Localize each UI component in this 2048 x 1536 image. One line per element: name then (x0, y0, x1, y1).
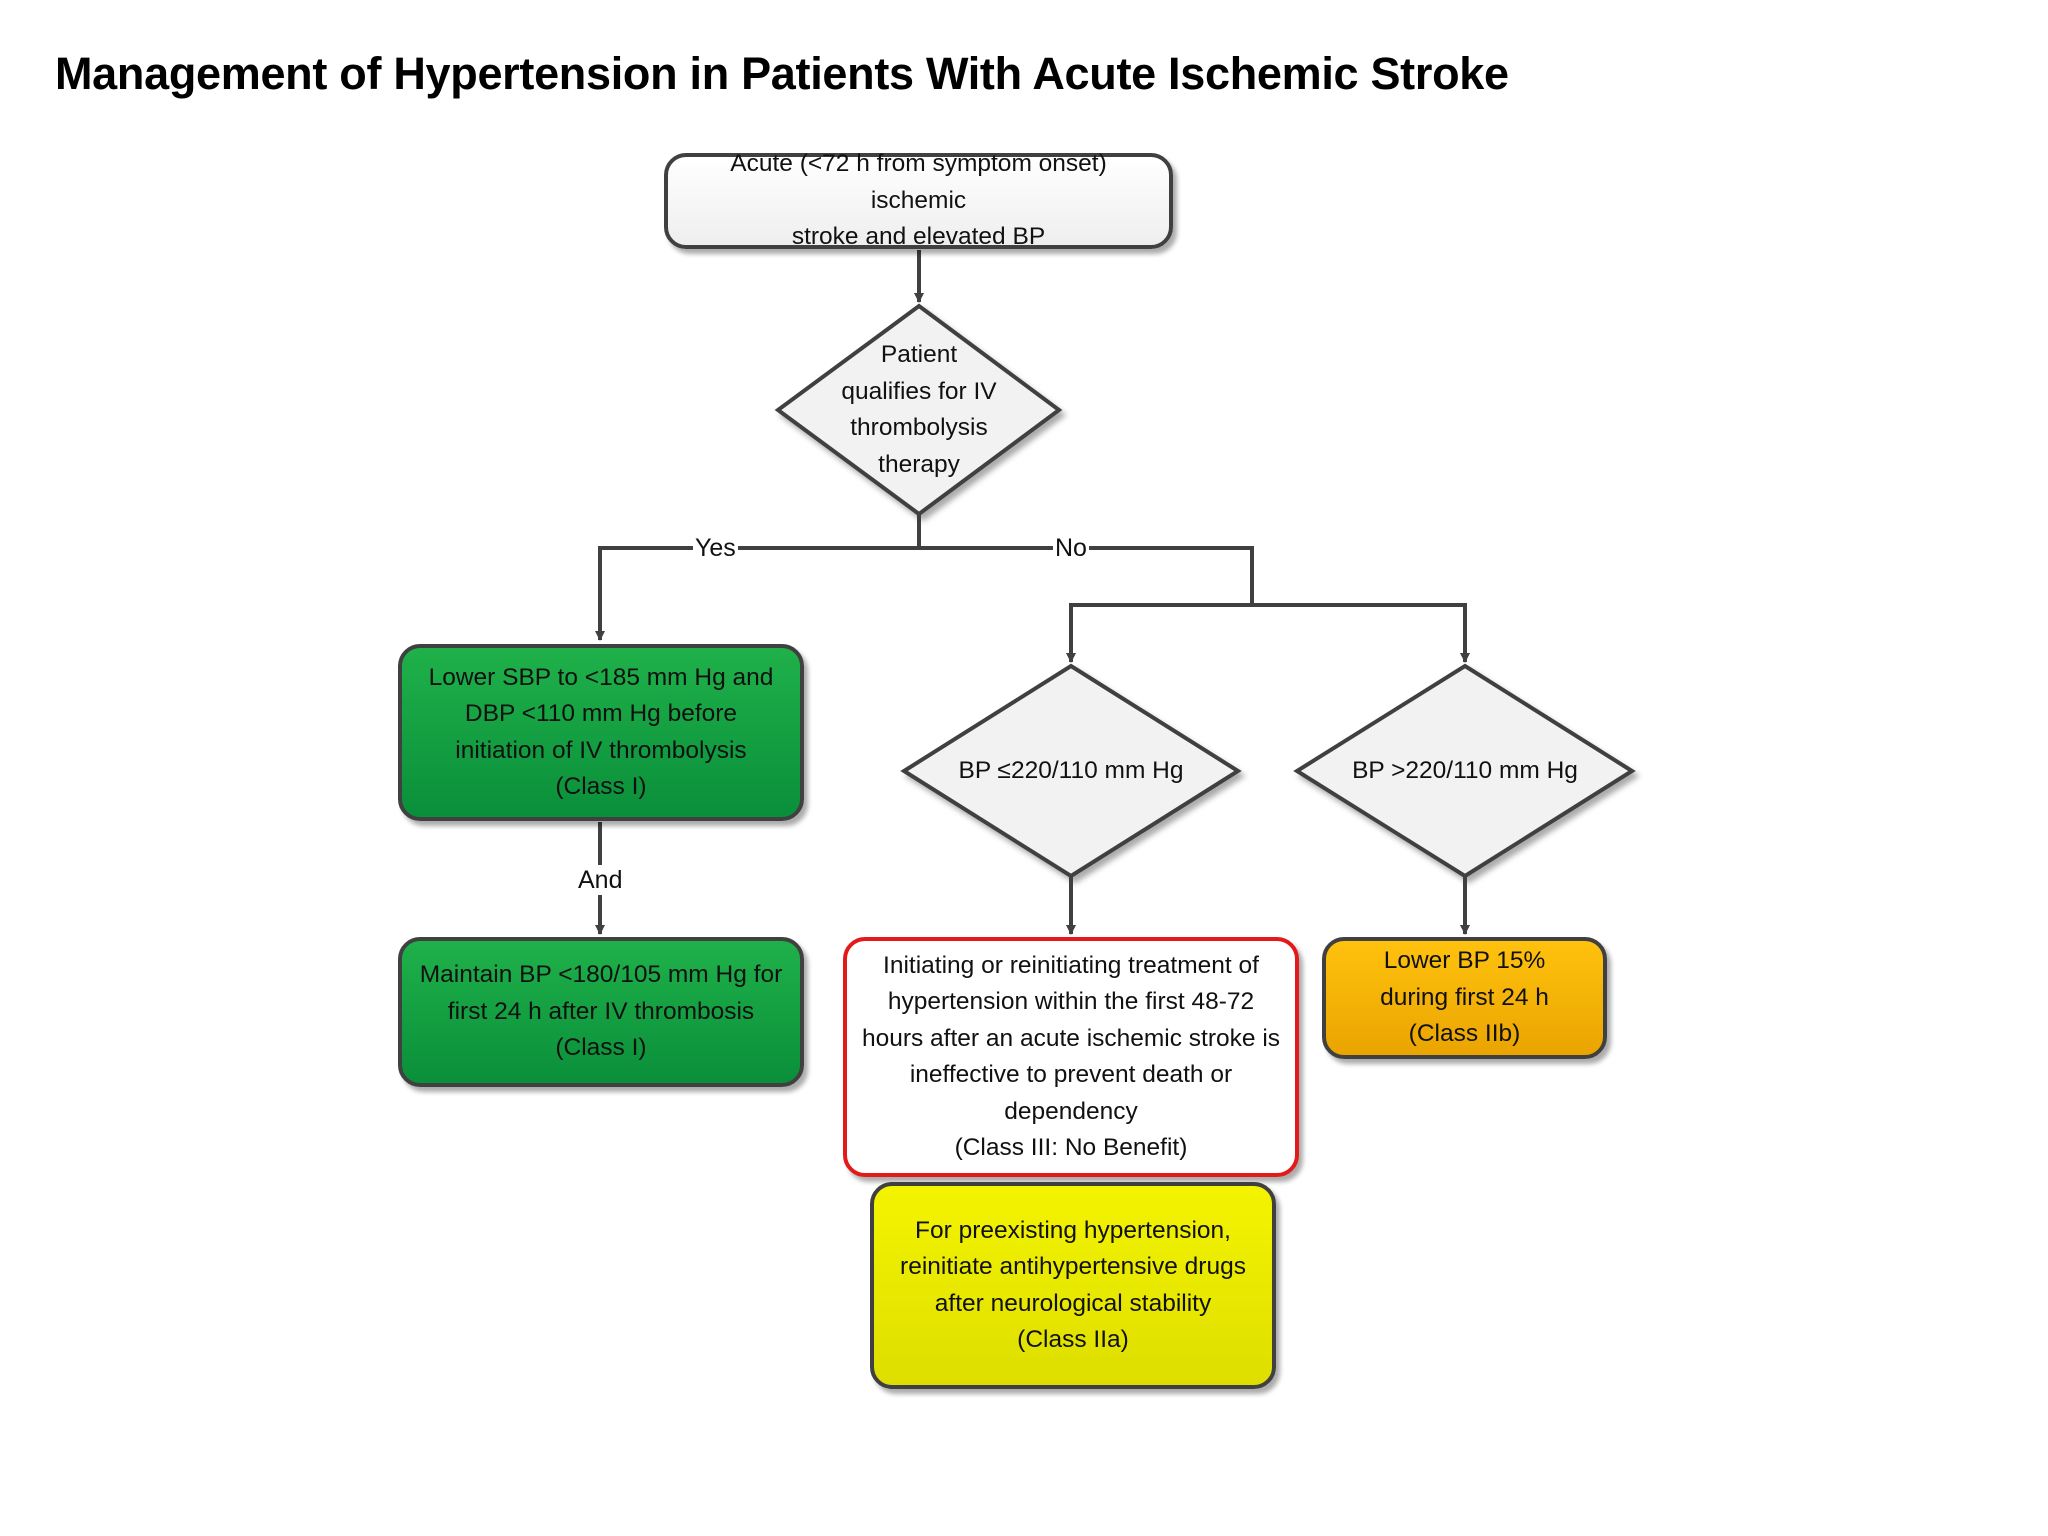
start-node: Acute (<72 h from symptom onset) ischemi… (664, 150, 1173, 250)
bp-low-decision-label: BP ≤220/110 mm Hg (958, 756, 1184, 784)
start-node-text: Acute (<72 h from symptom onset) ischemi… (730, 150, 1107, 251)
connector-no-split-right (1252, 603, 1470, 663)
page-title: Management of Hypertension in Patients W… (55, 48, 1509, 99)
lower-15-text: Lower BP 15% during first 24 h (Class II… (1380, 947, 1549, 1048)
lower-before-thrombolysis-node: Lower SBP to <185 mm Hg and DBP <110 mm … (398, 644, 804, 821)
preexisting-hypertension-node: For preexisting hypertension, reinitiate… (870, 1182, 1276, 1389)
no-benefit-text: Initiating or reinitiating treatment of … (861, 951, 1281, 1162)
edge-label-no: No (1053, 533, 1089, 563)
lower-before-thrombolysis-text: Lower SBP to <185 mm Hg and DBP <110 mm … (428, 663, 774, 801)
bp-high-decision-label: BP >220/110 mm Hg (1352, 756, 1578, 784)
connector-yes-branch (595, 546, 919, 641)
thrombolysis-decision-label: Patient qualifies for IV thrombolysis th… (841, 341, 997, 478)
maintain-after-thrombolysis-text: Maintain BP <180/105 mm Hg for first 24 … (419, 961, 783, 1062)
edge-label-and: And (576, 865, 625, 895)
connector-no-branch (919, 546, 1254, 605)
connector-no-split-left (1066, 603, 1252, 663)
lower-15-node: Lower BP 15% during first 24 h (Class II… (1322, 937, 1607, 1059)
edge-label-yes: Yes (693, 533, 738, 563)
maintain-after-thrombolysis-node: Maintain BP <180/105 mm Hg for first 24 … (398, 937, 804, 1087)
preexisting-hypertension-text: For preexisting hypertension, reinitiate… (900, 1216, 1246, 1354)
no-benefit-node: Initiating or reinitiating treatment of … (843, 937, 1299, 1177)
